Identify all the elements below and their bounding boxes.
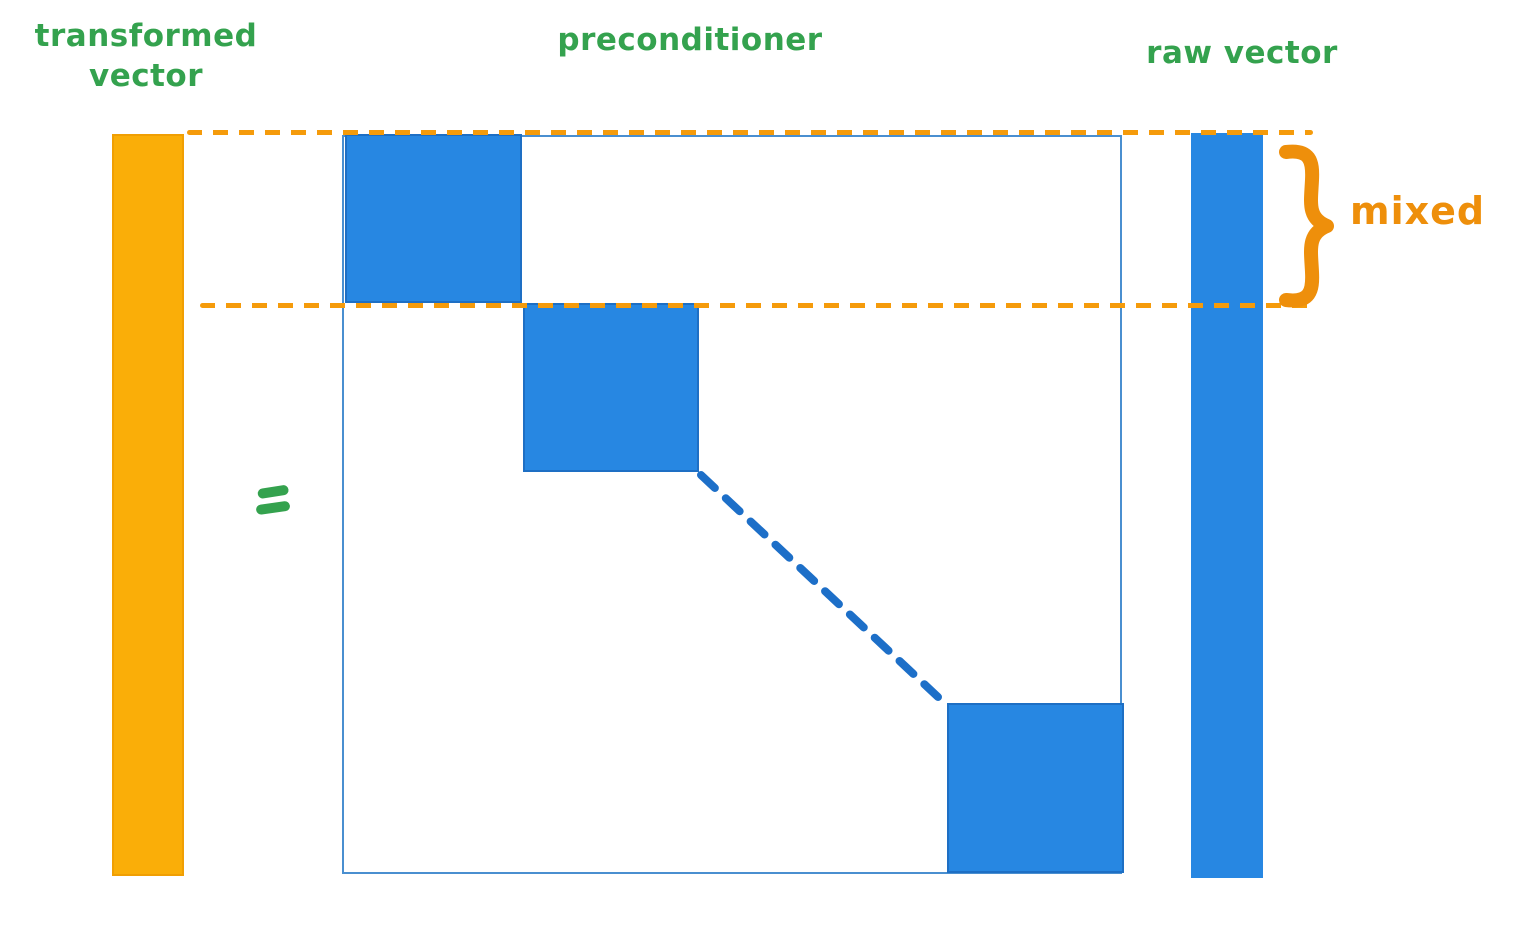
equals-top-stroke	[257, 484, 290, 500]
preconditioner-matrix-outline	[342, 135, 1122, 874]
equals-glyph: =	[243, 468, 244, 469]
label-transformed-vector-line2: vector	[88, 58, 203, 94]
mixed-band-top-dashed-line	[187, 130, 1313, 135]
label-transformed-vector-line1: transformed	[34, 18, 258, 54]
label-raw-vector: raw vector	[1146, 35, 1338, 71]
mixed-band-bottom-dashed-line	[200, 303, 1313, 308]
preconditioner-block-2	[523, 303, 699, 472]
transformed-vector-bar	[112, 134, 184, 876]
equals-bottom-stroke	[255, 500, 291, 516]
label-preconditioner: preconditioner	[557, 22, 823, 58]
preconditioner-block-3	[947, 703, 1124, 873]
label-transformed-vector: transformed vector	[16, 16, 276, 96]
equals-sign: =	[243, 464, 298, 528]
mixed-brace	[1279, 144, 1334, 308]
label-mixed: mixed	[1350, 189, 1486, 233]
preconditioner-block-1	[345, 134, 522, 303]
raw-vector-bar	[1191, 133, 1263, 878]
